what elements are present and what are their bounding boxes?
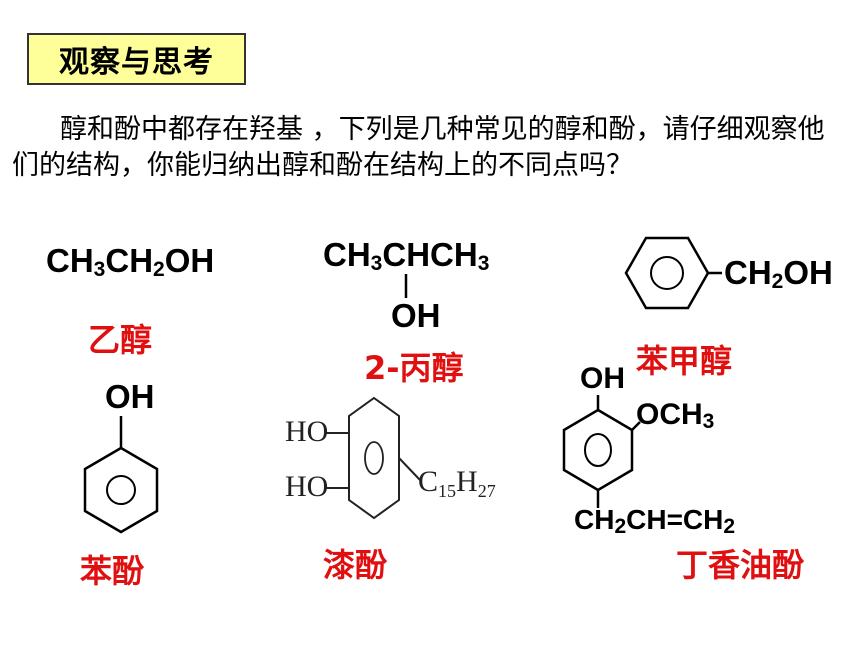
eugenol-och3: OCH3 [636,398,715,433]
eugenol-chain: CH2CH=CH2 [574,504,736,538]
intro-paragraph: 醇和酚中都存在羟基 ，下列是几种常见的醇和酚，请仔细观察他们的结构，你能归纳出醇… [12,114,825,181]
eugenol-oh: OH [580,362,625,395]
urushiol-ho-1: HO [285,415,329,448]
propanol-formula: CH3CHCH3 [323,236,490,275]
propanol-name: 2-丙醇 [364,349,464,387]
eugenol-name: 丁香油酚 [676,546,805,584]
benzyl-group: CH2OH [724,254,833,293]
urushiol-chain: C15H27 [418,465,496,501]
urushiol-name: 漆酚 [323,546,388,584]
phenol-oh: OH [105,378,155,415]
propanol-oh: OH [391,297,441,334]
phenol-name: 苯酚 [80,552,145,590]
benzyl-name: 苯甲醇 [636,342,733,380]
ethanol-name: 乙醇 [88,321,153,359]
section-title: 观察与思考 [27,33,246,85]
urushiol-ho-2: HO [285,470,329,503]
ethanol-formula: CH3CH2OH [46,242,215,281]
